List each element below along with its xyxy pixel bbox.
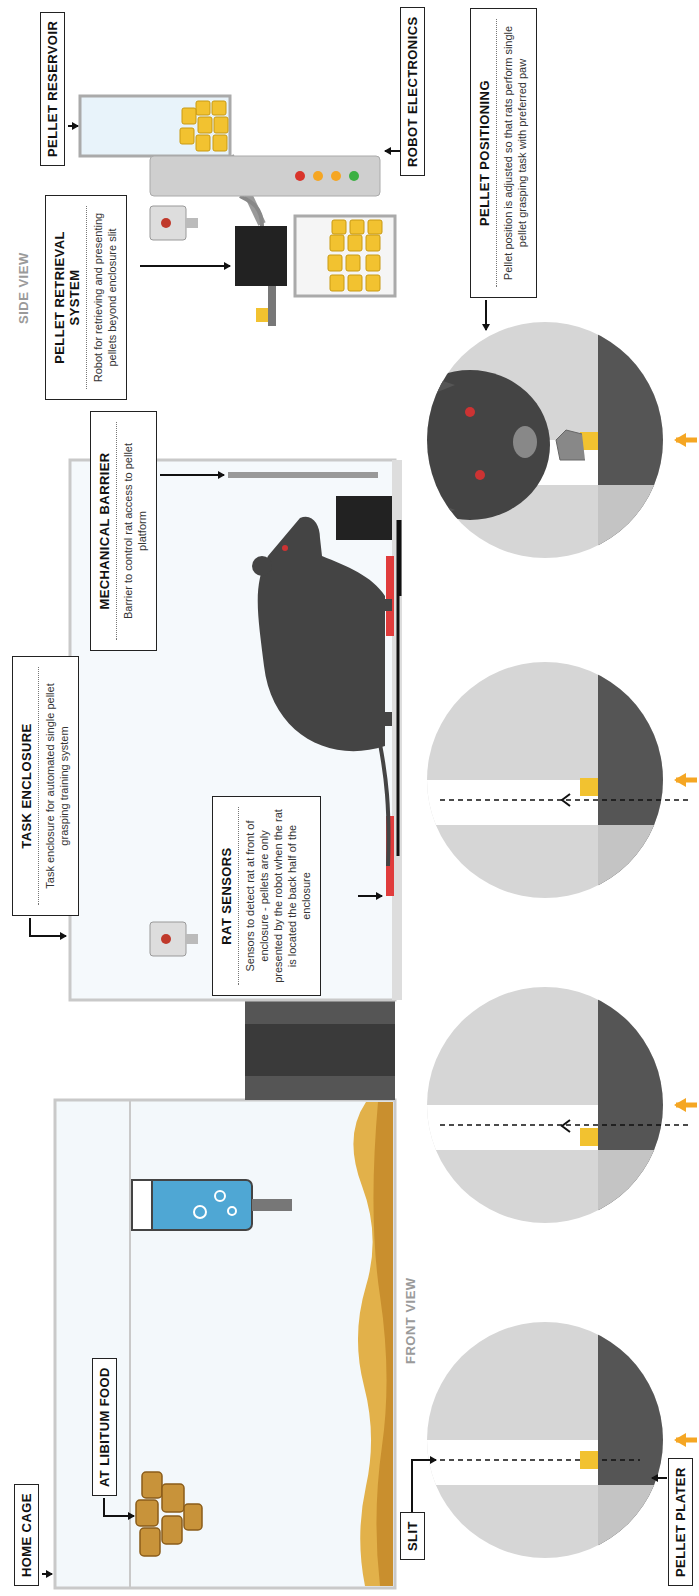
callout-box: RAT SENSORS Sensors to detect rat at fron… (212, 796, 321, 996)
label-text: HOME CAGE (19, 1493, 34, 1577)
view-title: FRONT VIEW (403, 1277, 418, 1364)
callout-box: MECHANICAL BARRIER Barrier to control rat… (90, 411, 157, 651)
view-title: SIDE VIEW (16, 252, 31, 324)
callout-heading: MECHANICAL BARRIER (97, 422, 112, 640)
label-text: PELLET PLATER (673, 1467, 688, 1577)
callout-heading: RAT SENSORS (219, 807, 234, 985)
label-box: HOME CAGE (14, 1484, 39, 1586)
callout-body: Pellet position is adjusted so that rats… (496, 19, 529, 287)
callout-box: PELLET POSITIONING Pellet position is adj… (470, 8, 537, 298)
callout-box: TASK ENCLOSURE Task enclosure for automat… (12, 656, 79, 916)
callout-body: Sensors to detect rat at front of enclos… (238, 807, 313, 985)
callout-heading: PELLET POSITIONING (477, 19, 492, 287)
callout-heading: PELLET RETRIEVAL SYSTEM (52, 206, 82, 389)
callout-body: Robot for retrieving and presenting pell… (86, 206, 119, 389)
label-text: SLIT (405, 1521, 420, 1551)
callout-body: Task enclosure for automated single pell… (38, 667, 71, 905)
label-box: SLIT (400, 1512, 425, 1560)
label-text: ROBOT ELECTRONICS (405, 16, 420, 167)
label-box: PELLET PLATER (668, 1458, 693, 1586)
label-box: ROBOT ELECTRONICS (400, 7, 425, 176)
label-box: PELLET RESERVOIR (40, 12, 65, 166)
callout-box: PELLET RETRIEVAL SYSTEMRobot for retriev… (45, 195, 127, 400)
callout-body: Barrier to control rat access to pellet … (116, 422, 149, 640)
label-text: AT LIBITUM FOOD (97, 1367, 112, 1487)
callout-heading: TASK ENCLOSURE (19, 667, 34, 905)
label-box: AT LIBITUM FOOD (92, 1358, 117, 1496)
label-text: PELLET RESERVOIR (45, 21, 60, 157)
